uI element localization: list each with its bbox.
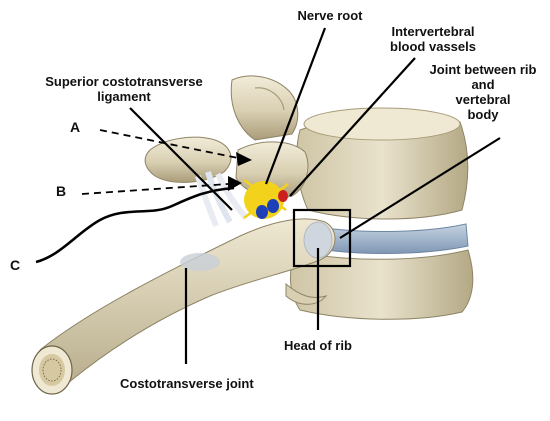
- label-joint-between-rib-and-body: Joint between rib and vertebral body: [424, 62, 542, 122]
- artery-shape: [278, 190, 288, 202]
- label-letter-c: C: [10, 257, 21, 273]
- lower-vertebral-body: [285, 249, 474, 320]
- label-ligament-line1: Superior costotransverse: [45, 74, 203, 89]
- label-head-of-rib: Head of rib: [284, 338, 352, 353]
- label-superior-costotransverse-ligament: Superior costotransverse ligament: [38, 74, 210, 104]
- neurovascular-bundle: [243, 178, 289, 219]
- label-intervertebral-line2: blood vassels: [390, 39, 476, 54]
- arrow-b: [81, 176, 242, 195]
- ligament-fibres: [195, 171, 249, 228]
- label-letter-a: A: [70, 119, 81, 135]
- intervertebral-disc: [299, 223, 469, 254]
- vein-shape: [256, 205, 268, 219]
- upper-vertebra-arch: [230, 75, 299, 141]
- label-intervertebral-blood-vessels: Intervertebral blood vassels: [378, 24, 488, 54]
- label-nerve-root: Nerve root: [297, 8, 363, 23]
- label-joint-line1: Joint between rib: [429, 62, 537, 77]
- label-letter-b: B: [56, 183, 67, 199]
- upper-transverse-process: [144, 136, 232, 183]
- label-ligament-line2: ligament: [97, 89, 151, 104]
- arrow-a: [99, 129, 252, 166]
- joint-highlight-box: [292, 208, 352, 268]
- label-joint-line3: vertebral: [455, 92, 511, 107]
- label-costotransverse-joint: Costotransverse joint: [120, 376, 254, 391]
- leader-lines: [35, 27, 501, 364]
- rib: [31, 218, 336, 395]
- label-joint-line2: and: [471, 77, 495, 92]
- label-intervertebral-line1: Intervertebral: [391, 24, 475, 39]
- upper-vertebral-body: [296, 107, 469, 220]
- label-joint-line4: body: [467, 107, 499, 122]
